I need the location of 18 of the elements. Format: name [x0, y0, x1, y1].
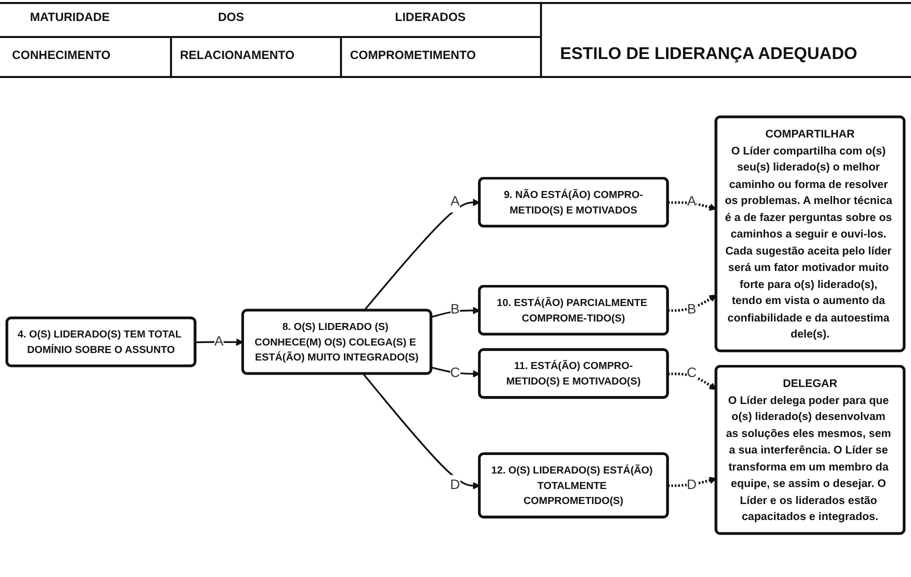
table-header: MATURIDADE [30, 10, 110, 24]
edge-label: B [450, 302, 460, 318]
table-header: RELACIONAMENTO [180, 48, 294, 62]
arrow [668, 202, 717, 212]
edge-label: D [686, 478, 697, 493]
edge-label: D [450, 478, 460, 493]
edge-label: C [686, 366, 697, 381]
edge-label: A [687, 194, 696, 210]
edge-label: A [450, 194, 460, 210]
edge-label: B [687, 302, 696, 318]
table-header: COMPROMETIMENTO [350, 48, 476, 62]
table-header: CONHECIMENTO [12, 48, 110, 62]
edge-label: A [214, 334, 224, 350]
table-header: LIDERADOS [395, 10, 466, 24]
arrow [668, 477, 717, 488]
edge-label: C [450, 366, 460, 381]
table-header: DOS [218, 10, 244, 24]
column-header: ESTILO DE LIDERANÇA ADEQUADO [560, 44, 858, 64]
